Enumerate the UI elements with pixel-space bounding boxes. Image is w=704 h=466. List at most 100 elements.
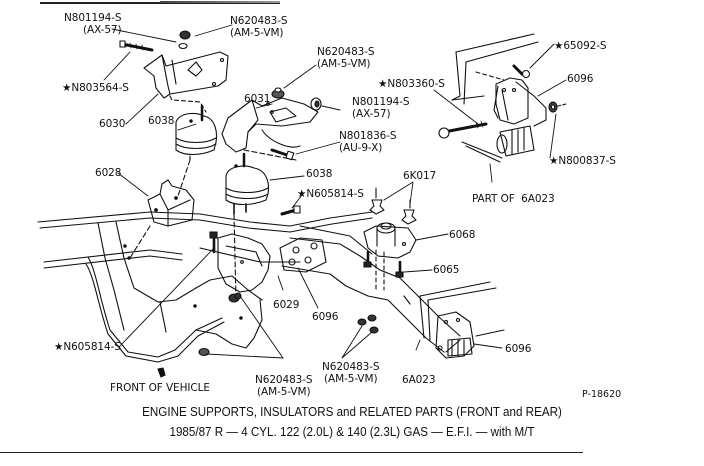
insulator-6038-right bbox=[225, 152, 270, 215]
callout-6096-mid: 6096 bbox=[312, 311, 338, 323]
callout-n620483-mid: N620483-S (AM-5-VM) bbox=[317, 46, 375, 70]
callout-part-of-6a023: PART OF 6A023 bbox=[459, 181, 555, 217]
part-number: 6A023 bbox=[402, 374, 436, 386]
crossmember-6a023 bbox=[281, 225, 461, 353]
part-number: 6096 bbox=[505, 343, 532, 355]
part-number: 6096 bbox=[567, 73, 594, 85]
caption-subtitle: 1985/87 R — 4 CYL. 122 (2.0L) & 140 (2.3… bbox=[169, 425, 535, 439]
star-icon: ★ bbox=[549, 155, 559, 167]
hidden-line-6031 bbox=[243, 149, 297, 161]
part-number: 6028 bbox=[95, 167, 122, 179]
bottom-rule bbox=[0, 452, 583, 453]
part-spec: (AX-57) bbox=[83, 24, 122, 36]
callout-n803564: ★N803564-S bbox=[62, 82, 129, 94]
part-number: N620483-S bbox=[255, 374, 313, 386]
callout-6068: 6068 bbox=[449, 229, 475, 241]
nuts-rear-bottom bbox=[357, 314, 379, 334]
bolt-n605814-left bbox=[209, 231, 218, 254]
callout-n620483-bottom-right: N620483-S (AM-5-VM) bbox=[322, 361, 380, 385]
part-number: 6K017 bbox=[403, 170, 437, 182]
top-rule bbox=[40, 2, 280, 4]
part-number: N801194-S bbox=[64, 12, 122, 24]
star-icon: ★ bbox=[54, 341, 64, 353]
callout-n800837: ★N800837-S bbox=[549, 155, 616, 167]
part-number: 6030 bbox=[99, 118, 126, 130]
callout-n801194-mid: N801194-S (AX-57) bbox=[352, 96, 410, 120]
front-of-vehicle-label: FRONT OF VEHICLE bbox=[110, 382, 210, 394]
bolt-65092 bbox=[512, 64, 531, 79]
part-number: 6031 bbox=[244, 93, 271, 105]
star-icon: ★ bbox=[297, 188, 307, 200]
callout-6030: 6030 bbox=[99, 118, 125, 130]
washer-n801194 bbox=[310, 97, 322, 111]
bolt-n801836 bbox=[270, 148, 295, 161]
callout-6065: 6065 bbox=[433, 264, 459, 276]
hidden-line-6038-right bbox=[233, 213, 237, 301]
bolt-n803564 bbox=[119, 40, 154, 52]
part-number: N801194-S bbox=[352, 96, 410, 108]
bracket-6096-top bbox=[475, 71, 547, 127]
hidden-line-6030 bbox=[169, 95, 207, 113]
callout-6038-left: 6038 bbox=[148, 115, 174, 127]
nut-n800837 bbox=[548, 101, 567, 113]
bolt-n605814-top bbox=[280, 205, 301, 216]
part-number: 6096 bbox=[312, 311, 339, 323]
part-number: 6038 bbox=[148, 115, 175, 127]
bolts-6065 bbox=[363, 250, 404, 278]
callout-n803360: ★N803360-S bbox=[378, 78, 445, 90]
insulator-6k017 bbox=[369, 187, 417, 225]
callout-n605814-top: ★N605814-S bbox=[297, 188, 364, 200]
front-of-vehicle-arrow-icon bbox=[157, 367, 166, 378]
drawing-number: P-18620 bbox=[582, 389, 622, 400]
hidden-line-6038-left bbox=[177, 159, 191, 197]
callout-6a023: 6A023 bbox=[402, 374, 436, 386]
callout-65092: ★65092-S bbox=[554, 40, 607, 52]
callout-n620483-bottom-left: N620483-S (AM-5-VM) bbox=[255, 374, 313, 398]
part-number: 6065 bbox=[433, 264, 460, 276]
callout-n620483-top: N620483-S (AM-5-VM) bbox=[230, 15, 288, 39]
part-spec: (AU-9-X) bbox=[339, 142, 383, 154]
part-number: N605814-S bbox=[63, 341, 121, 353]
part-number: 6068 bbox=[449, 229, 476, 241]
callout-n605814-left: ★N605814-S bbox=[54, 341, 121, 353]
callout-6096-right: 6096 bbox=[505, 343, 531, 355]
bracket-6031 bbox=[221, 97, 319, 153]
callout-6028: 6028 bbox=[95, 167, 121, 179]
part-number: N605814-S bbox=[306, 188, 364, 200]
part-spec: (AM-5-VM) bbox=[324, 373, 378, 385]
nut-mid bbox=[271, 87, 285, 99]
caption-title: ENGINE SUPPORTS, INSULATORS and RELATED … bbox=[142, 405, 562, 419]
support-6029 bbox=[217, 233, 271, 293]
bracket-6030 bbox=[143, 51, 229, 99]
part-spec: (AM-5-VM) bbox=[230, 27, 284, 39]
support-6028 bbox=[147, 179, 195, 227]
part-spec: (AM-5-VM) bbox=[257, 386, 311, 398]
part-number: N800837-S bbox=[558, 155, 616, 167]
top-rule-shade bbox=[160, 1, 280, 3]
callout-6096-top: 6096 bbox=[567, 73, 593, 85]
part-spec: (AM-5-VM) bbox=[317, 58, 371, 70]
callout-6031: 6031 bbox=[244, 93, 270, 105]
callout-6029: 6029 bbox=[273, 299, 299, 311]
frame-rail-right bbox=[419, 281, 505, 341]
part-number: 6038 bbox=[306, 168, 333, 180]
insulator-6068 bbox=[363, 222, 417, 259]
part-number: 6029 bbox=[273, 299, 300, 311]
star-icon: ★ bbox=[62, 82, 72, 94]
plate-6096-mid bbox=[279, 237, 327, 273]
insulator-6038-left bbox=[175, 104, 218, 161]
callout-n801836: N801836-S (AU-9-X) bbox=[339, 130, 397, 154]
insulator-rear-top bbox=[461, 125, 535, 163]
star-icon: ★ bbox=[378, 78, 388, 90]
callout-6038-right: 6038 bbox=[306, 168, 332, 180]
part-number: N620483-S bbox=[322, 361, 380, 373]
part-spec: (AX-57) bbox=[352, 108, 391, 120]
hidden-line-6028 bbox=[129, 225, 151, 259]
frame-rail-left bbox=[85, 221, 263, 363]
callout-n801194-top: N801194-S (AX-57) bbox=[64, 12, 122, 36]
star-icon: ★ bbox=[554, 40, 564, 52]
part-number: N620483-S bbox=[230, 15, 288, 27]
bolt-n803360 bbox=[438, 120, 488, 139]
frame-rail-top-right bbox=[451, 33, 539, 105]
